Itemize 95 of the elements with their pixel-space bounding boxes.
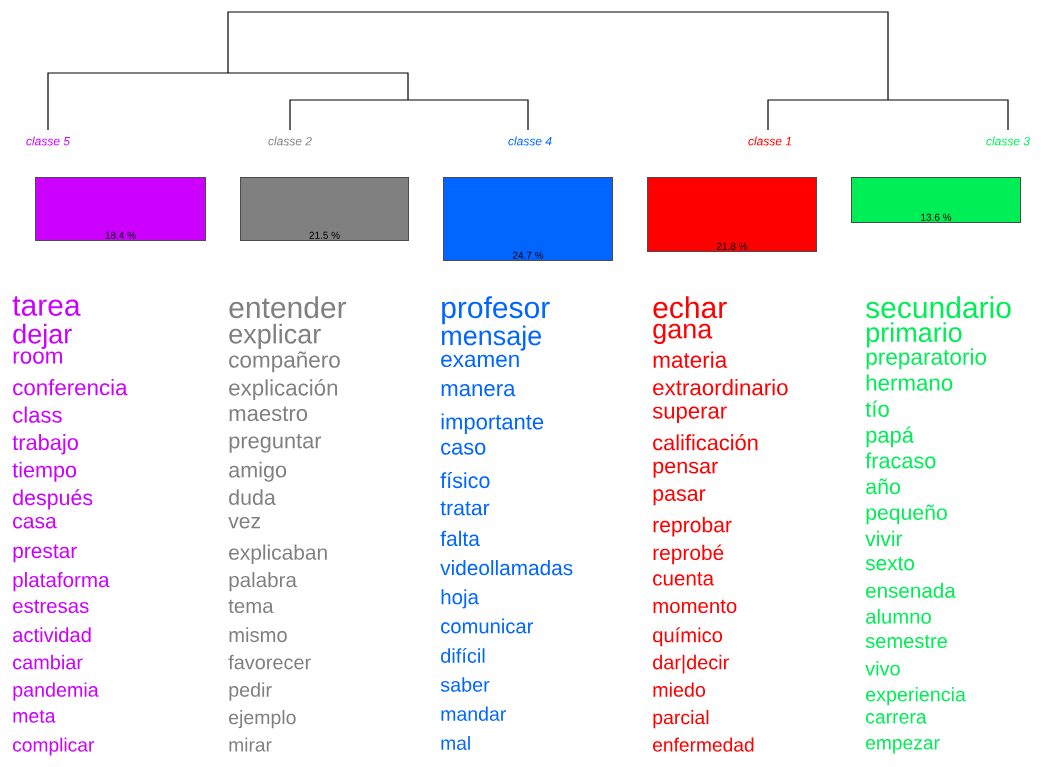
word: miedo bbox=[653, 682, 706, 697]
word: casa bbox=[13, 516, 57, 529]
word: primario bbox=[866, 322, 962, 348]
word: mismo bbox=[229, 627, 287, 643]
word: reprobé bbox=[653, 544, 724, 565]
word: químico bbox=[653, 627, 723, 647]
word: parcial bbox=[653, 710, 709, 729]
word: palabra bbox=[229, 572, 297, 592]
word: secundario bbox=[866, 296, 1011, 319]
word: plataforma bbox=[13, 572, 110, 592]
word: difícil bbox=[441, 648, 485, 663]
word: vivir bbox=[865, 530, 903, 546]
class-label: classe 3 bbox=[986, 136, 1030, 146]
word: importante bbox=[441, 413, 544, 434]
word: pedir bbox=[229, 682, 272, 701]
word: tratar bbox=[440, 501, 490, 516]
word: mirar bbox=[229, 737, 272, 752]
word: semestre bbox=[865, 634, 947, 649]
word: fracaso bbox=[865, 452, 936, 469]
word: sexto bbox=[865, 556, 915, 571]
class-label: classe 4 bbox=[508, 136, 552, 146]
word: pasar bbox=[653, 489, 706, 506]
word: complicar bbox=[13, 737, 94, 756]
word: estresas bbox=[13, 599, 89, 614]
word: trabajo bbox=[12, 434, 78, 455]
word: preguntar bbox=[229, 434, 322, 453]
word: amigo bbox=[229, 461, 287, 482]
word: conferencia bbox=[13, 379, 128, 396]
word: ensenada bbox=[866, 582, 956, 598]
word: empezar bbox=[866, 739, 940, 754]
word: meta bbox=[13, 710, 56, 723]
word: papá bbox=[866, 426, 914, 448]
word: reprobar bbox=[653, 516, 732, 537]
word: físico bbox=[440, 472, 490, 489]
word: ejemplo bbox=[229, 710, 296, 729]
word: explicaban bbox=[229, 544, 327, 564]
word: favorecer bbox=[228, 654, 311, 670]
word: mensaje bbox=[442, 325, 542, 351]
word: entender bbox=[229, 296, 347, 319]
class-label: classe 1 bbox=[748, 136, 791, 146]
word: explicación bbox=[229, 379, 338, 401]
word: compañero bbox=[229, 351, 340, 373]
percentage-bar: 13.6 % bbox=[851, 177, 1021, 223]
word: superar bbox=[652, 406, 727, 424]
word: hoja bbox=[441, 589, 479, 609]
word: pandemia bbox=[13, 682, 99, 701]
word: alumno bbox=[866, 608, 931, 624]
word: prestar bbox=[13, 544, 77, 563]
word: manera bbox=[441, 384, 516, 397]
word: examen bbox=[441, 354, 519, 368]
word: carrera bbox=[866, 713, 927, 724]
word: año bbox=[866, 478, 900, 495]
percentage-bar: 21.5 % bbox=[240, 177, 409, 241]
class-label: classe 5 bbox=[26, 136, 70, 146]
word: después bbox=[13, 489, 93, 510]
word: pequeño bbox=[866, 504, 947, 525]
word: hermano bbox=[866, 374, 953, 391]
word: comunicar bbox=[441, 618, 534, 634]
word: caso bbox=[441, 442, 486, 455]
word: vez bbox=[228, 516, 260, 529]
word: momento bbox=[653, 599, 737, 614]
word: extraordinario bbox=[653, 379, 788, 396]
word: falta bbox=[440, 530, 480, 547]
word: tío bbox=[865, 400, 889, 417]
word: tema bbox=[228, 599, 274, 614]
word: cambiar bbox=[13, 654, 83, 670]
percentage-bar: 21.8 % bbox=[647, 177, 817, 252]
word: gana bbox=[653, 323, 713, 344]
percentage-bar: 18.4 % bbox=[35, 177, 206, 241]
word: dar|decir bbox=[653, 654, 729, 674]
word: saber bbox=[440, 677, 490, 692]
word: experiencia bbox=[866, 687, 966, 706]
word: cuenta bbox=[653, 572, 715, 586]
word: pensar bbox=[653, 461, 718, 478]
word: enfermedad bbox=[653, 737, 754, 752]
percentage-bar: 24.7 % bbox=[443, 177, 613, 261]
word: vivo bbox=[865, 661, 900, 676]
word: calificación bbox=[653, 434, 758, 451]
word: videollamadas bbox=[440, 560, 573, 576]
word: echar bbox=[653, 296, 727, 319]
word: profesor bbox=[442, 296, 550, 325]
word: room bbox=[13, 351, 62, 364]
word: mandar bbox=[441, 706, 506, 721]
word: preparatorio bbox=[866, 348, 987, 370]
word: class bbox=[13, 406, 62, 423]
word: actividad bbox=[13, 627, 91, 643]
word: tarea bbox=[12, 296, 81, 316]
word: maestro bbox=[229, 406, 308, 422]
word: mal bbox=[441, 735, 470, 750]
word: materia bbox=[653, 351, 728, 368]
word: tiempo bbox=[12, 461, 77, 482]
word: dejar bbox=[13, 323, 72, 349]
word: duda bbox=[229, 489, 276, 505]
word: explicar bbox=[229, 323, 321, 349]
class-label: classe 2 bbox=[268, 136, 312, 146]
